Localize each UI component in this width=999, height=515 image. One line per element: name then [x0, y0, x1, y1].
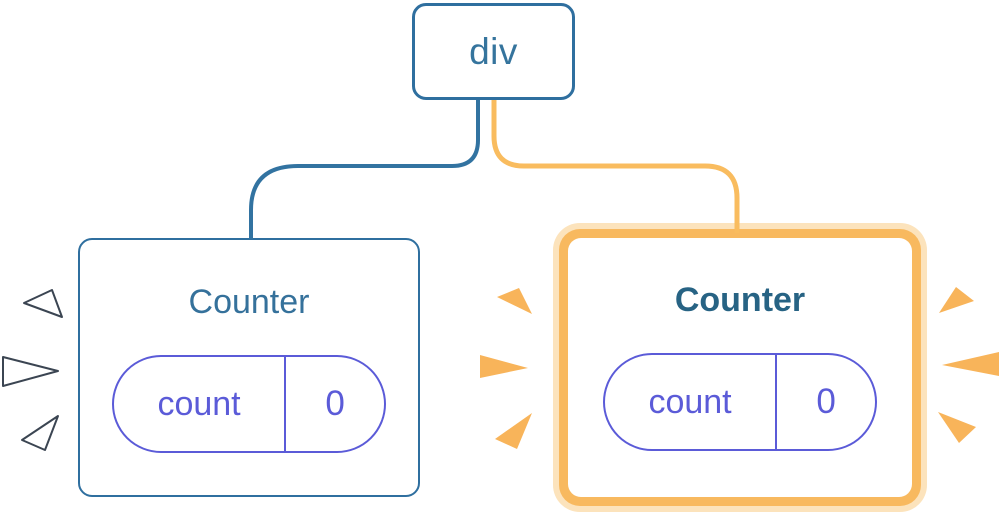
counter-card-left: Counter count 0: [78, 238, 420, 497]
blink-burst-icon: [21, 415, 59, 451]
state-value: 0: [325, 384, 345, 423]
state-name: count: [605, 355, 778, 449]
tree-node-div: div: [412, 3, 575, 100]
connector-casing-right: [482, 100, 749, 221]
counter-card-right: Counter count 0: [568, 238, 912, 497]
blink-burst-icon: [2, 356, 59, 387]
node-label: div: [469, 30, 518, 72]
spark-burst-icon: [497, 288, 532, 314]
spark-burst-icon: [939, 287, 974, 313]
blink-burst-icons-left: [2, 289, 63, 451]
counter-title: Counter: [188, 283, 310, 321]
state-pill: count 0: [603, 353, 877, 451]
connector-line-left: [249, 100, 480, 239]
highlight-ring: Counter count 0: [559, 229, 921, 506]
spark-burst-icon: [480, 355, 528, 378]
blink-burst-icon: [23, 289, 63, 318]
counter-card-right-highlight: Counter count 0: [553, 223, 927, 512]
state-value: 0: [816, 382, 836, 421]
spark-burst-icons-mid: [480, 288, 532, 449]
spark-burst-icon: [942, 352, 999, 376]
connector-line-right: [491, 100, 740, 233]
state-pill: count 0: [112, 355, 386, 453]
state-name: count: [114, 357, 287, 451]
spark-burst-icons-right: [938, 287, 999, 443]
counter-title: Counter: [674, 281, 806, 319]
spark-burst-icon: [938, 412, 976, 443]
spark-burst-icon: [495, 413, 532, 449]
